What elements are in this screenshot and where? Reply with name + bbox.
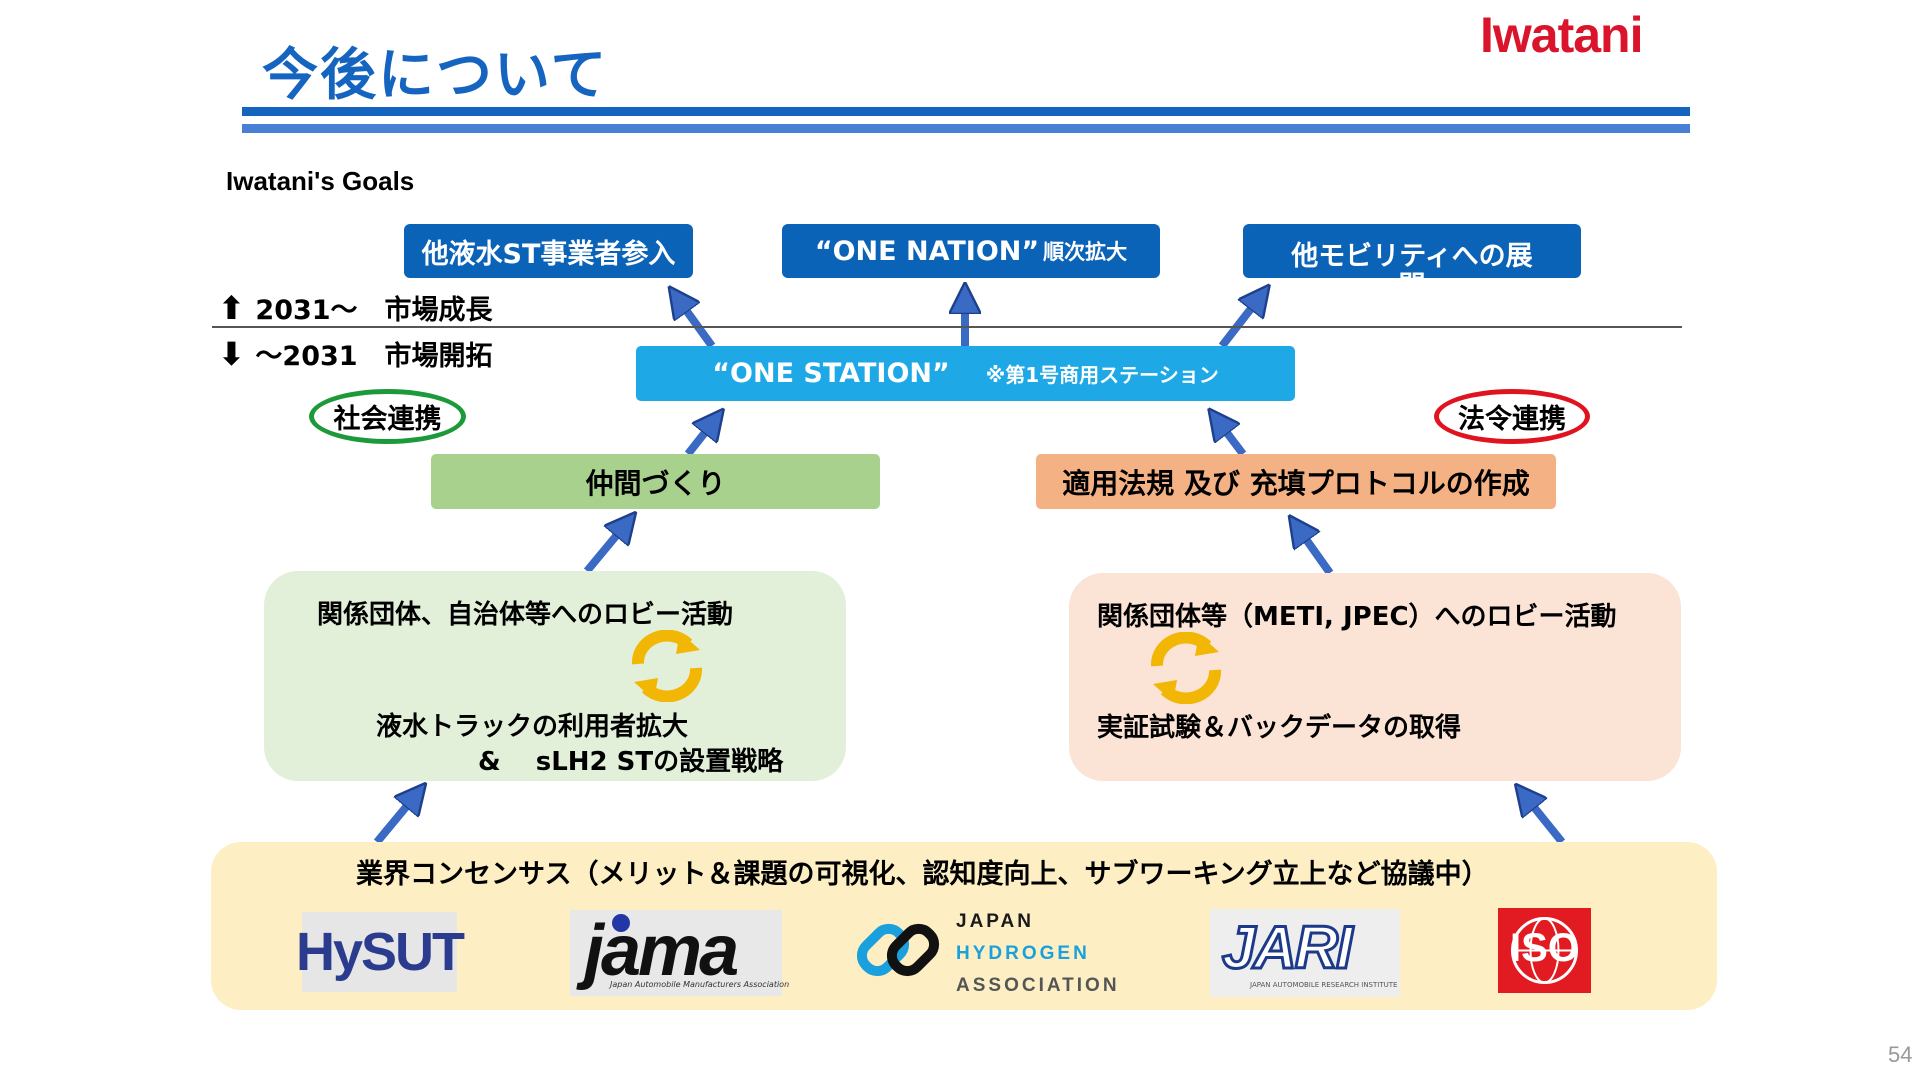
oval-social-collaboration: 社会連携 [309,389,466,444]
oval-legal-collaboration: 法令連携 [1434,389,1590,444]
period-past: ⬇ 〜2031 市場開拓 [218,335,493,373]
jha-chain-icon [856,923,940,977]
left-activity-panel [264,571,846,781]
right-activity-panel [1069,573,1681,781]
right-panel-line1: 関係団体等（METI, JPEC）へのロビー活動 [1097,602,1617,632]
period-divider [212,326,1682,328]
arrow-station-to-right-goal [1218,297,1260,349]
header-rule-top [242,107,1690,116]
hysut-logo: HySUT [296,912,465,992]
goal-box-other-mobility: 他モビリティへの展 開 [1243,224,1581,278]
left-panel-line1: 関係団体、自治体等へのロビー活動 [317,600,734,630]
arrow-rightpanel-to-law [1298,528,1334,576]
arrow-bottom-to-rightpanel [1525,796,1566,845]
up-arrow-icon: ⬆ [218,289,245,327]
arrow-leftpanel-to-nakama [583,524,626,574]
left-panel-line2: 液水トラックの利用者拡大 [376,712,689,742]
page-number: 54 [1888,1042,1913,1067]
arrow-law-to-station [1218,421,1247,457]
industry-consensus-text: 業界コンセンサス（メリット＆課題の可視化、認知度向上、サブワーキング立上など協議… [356,859,1489,890]
arrow-bottom-to-leftpanel [373,795,416,845]
regulation-protocol-box: 適用法規 及び 充填プロトコルの作成 [1036,454,1556,509]
jari-logo: JARI JAPAN AUTOMOBILE RESEARCH INSTITUTE [1210,909,1400,997]
header-rule-bottom [242,124,1690,133]
nakama-zukuri-box: 仲間づくり [431,454,880,509]
goals-label: Iwatani's Goals [226,166,415,196]
right-panel-line2: 実証試験＆バックデータの取得 [1097,713,1462,743]
down-arrow-icon: ⬇ [218,335,245,373]
period-future: ⬆ 2031〜 市場成長 [218,289,493,327]
cycle-icon-right [1150,632,1222,704]
goal-box-one-nation: “ONE NATION”順次拡大 [782,224,1160,278]
cycle-icon-left [631,630,703,702]
arrow-nakama-to-station [684,421,714,457]
one-station-box: “ONE STATION”※第1号商用ステーション [636,346,1295,401]
jama-logo: jama Japan Automobile Manufacturers Asso… [570,910,789,996]
arrow-station-to-left-goal [678,299,716,349]
industry-consensus-panel [211,842,1717,1010]
jha-logo-text: JAPAN HYDROGEN ASSOCIATION [956,911,1120,996]
left-panel-line3: & sLH2 STの設置戦略 [478,747,784,777]
goal-box-other-operators: 他液水ST事業者参入 [404,224,693,278]
iso-logo: ISO [1498,908,1591,993]
slide-title: 今後について [262,43,609,108]
iwatani-logo: Iwatani [1480,7,1643,63]
